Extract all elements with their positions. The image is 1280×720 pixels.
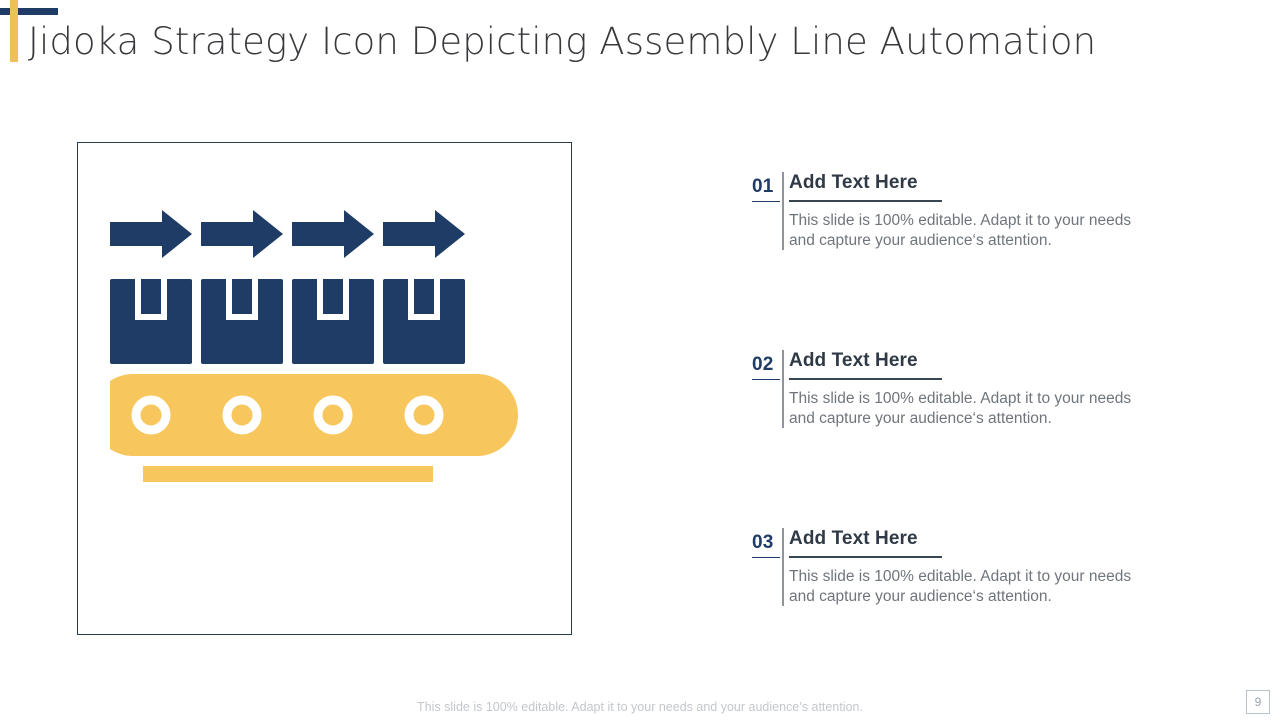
assembly-line-conveyor-icon	[78, 143, 571, 634]
conveyor-roller-icon	[313, 395, 352, 434]
text-block-divider	[782, 528, 784, 606]
conveyor-belt-icon-graphic	[109, 209, 518, 482]
text-block-body: Add Text Here This slide is 100% editabl…	[789, 350, 1154, 429]
page-title: Jidoka Strategy Icon Depicting Assembly …	[28, 20, 1097, 63]
text-block-divider	[782, 350, 784, 428]
package-box-icon-group	[109, 278, 465, 364]
text-block-body: Add Text Here This slide is 100% editabl…	[789, 172, 1154, 251]
text-block-heading-rule	[789, 378, 942, 380]
title-accent-bar-vertical	[10, 0, 18, 62]
text-block-heading[interactable]: Add Text Here	[789, 350, 918, 371]
arrow-right-icon	[200, 209, 283, 258]
package-box-icon	[200, 278, 283, 364]
text-block-divider	[782, 172, 784, 250]
text-block-number: 01	[752, 176, 780, 202]
conveyor-roller-icon	[222, 395, 261, 434]
conveyor-roller-icon	[131, 395, 170, 434]
page-number-badge: 9	[1246, 690, 1270, 714]
text-block-description[interactable]: This slide is 100% editable. Adapt it to…	[789, 211, 1132, 249]
text-block-number: 02	[752, 354, 780, 380]
text-block-number: 03	[752, 532, 780, 558]
text-block-heading[interactable]: Add Text Here	[789, 528, 918, 549]
text-block-heading-rule	[789, 200, 942, 202]
text-block-description[interactable]: This slide is 100% editable. Adapt it to…	[789, 389, 1132, 427]
text-block-description[interactable]: This slide is 100% editable. Adapt it to…	[789, 567, 1132, 605]
package-box-icon	[109, 278, 192, 364]
conveyor-base-bar	[142, 465, 433, 482]
conveyor-roller-group	[131, 395, 443, 434]
text-block-body: Add Text Here This slide is 100% editabl…	[789, 528, 1154, 607]
footer-note: This slide is 100% editable. Adapt it to…	[417, 700, 863, 714]
arrow-right-icon	[109, 209, 192, 258]
illustration-panel	[77, 142, 572, 635]
text-block-heading-rule	[789, 556, 942, 558]
package-box-icon	[382, 278, 465, 364]
arrow-right-icon	[382, 209, 465, 258]
conveyor-roller-icon	[404, 395, 443, 434]
arrow-right-icon-group	[109, 209, 465, 258]
package-box-icon	[291, 278, 374, 364]
arrow-right-icon	[291, 209, 374, 258]
text-block-heading[interactable]: Add Text Here	[789, 172, 918, 193]
title-accent-bar-horizontal	[0, 8, 58, 15]
